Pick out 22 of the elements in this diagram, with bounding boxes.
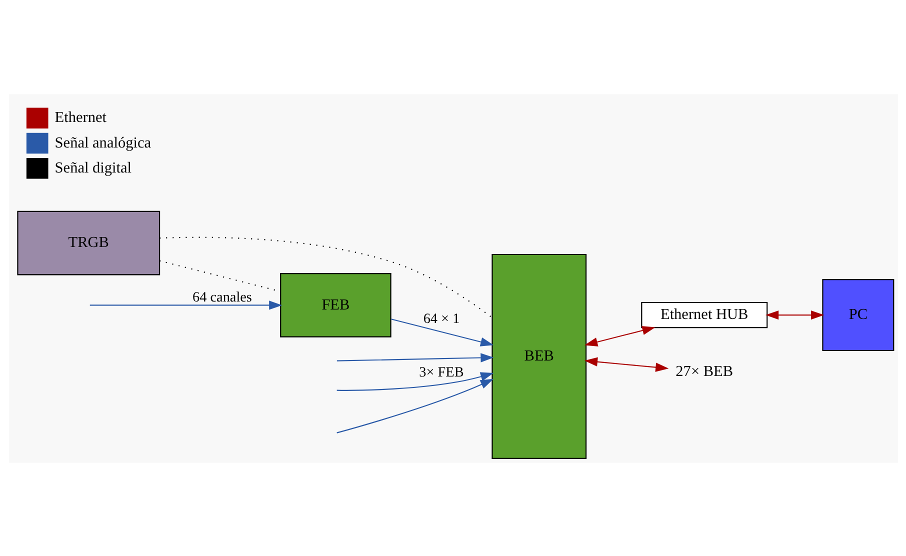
node-box: PC [822,278,894,351]
legend-label: Señal analógica [54,134,151,151]
arrow [390,318,494,346]
node-text: 27× BEB [675,362,733,380]
node-box: Ethernet HUB [640,301,768,328]
node-box: FEB [280,272,391,337]
legend-label: Ethernet [54,108,106,126]
arrow [584,356,668,372]
edge-label: 3× FEB [418,364,464,380]
node-box: TRGB [16,210,160,275]
legend-label: Señal digital [54,158,132,176]
connector [158,260,280,292]
arrow [765,310,824,320]
edge-label: 64 × 1 [422,310,460,327]
arrow [336,372,494,390]
arrow [584,326,655,346]
edge-label: 64 canales [192,288,252,305]
connector [159,236,492,318]
arrow [89,300,282,310]
arrow [336,378,494,433]
node-box: BEB [491,253,586,459]
arrow [336,352,494,362]
